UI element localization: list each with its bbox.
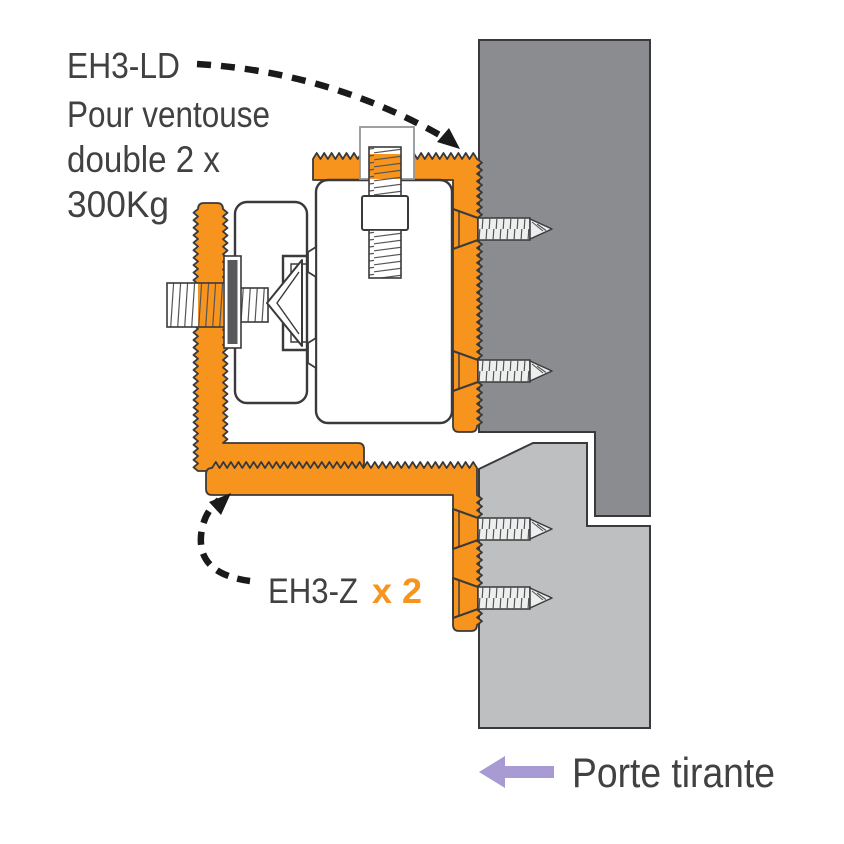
arrowhead-icon (437, 128, 460, 149)
ehld-body-tab-bottom (307, 337, 317, 369)
label-desc-line1: Pour ventouse (67, 94, 270, 135)
arrowhead-icon (209, 493, 231, 515)
door-pull-arrow-icon (479, 756, 554, 788)
ehld-body-tab-top (307, 246, 317, 278)
leader-arrow-ehld (196, 60, 460, 149)
label-ehz-qty: x 2 (372, 572, 422, 611)
label-ehld: EH3-LD (67, 45, 180, 86)
label-porte-tirante: Porte tirante (572, 749, 775, 796)
label-desc-line3: 300Kg (67, 184, 169, 225)
leader-arrow-ehz (197, 493, 251, 585)
cone-coupling (266, 254, 307, 352)
top-bolt-assembly (359, 126, 415, 279)
label-ehz: EH3-Z (268, 572, 358, 611)
door-leaf-section (478, 442, 651, 729)
washer-plate (223, 255, 242, 349)
adjusting-rod (166, 282, 269, 328)
coupling-nut (361, 195, 409, 231)
label-desc-line2: double 2 x (67, 139, 220, 180)
door-frame-section (478, 39, 651, 517)
